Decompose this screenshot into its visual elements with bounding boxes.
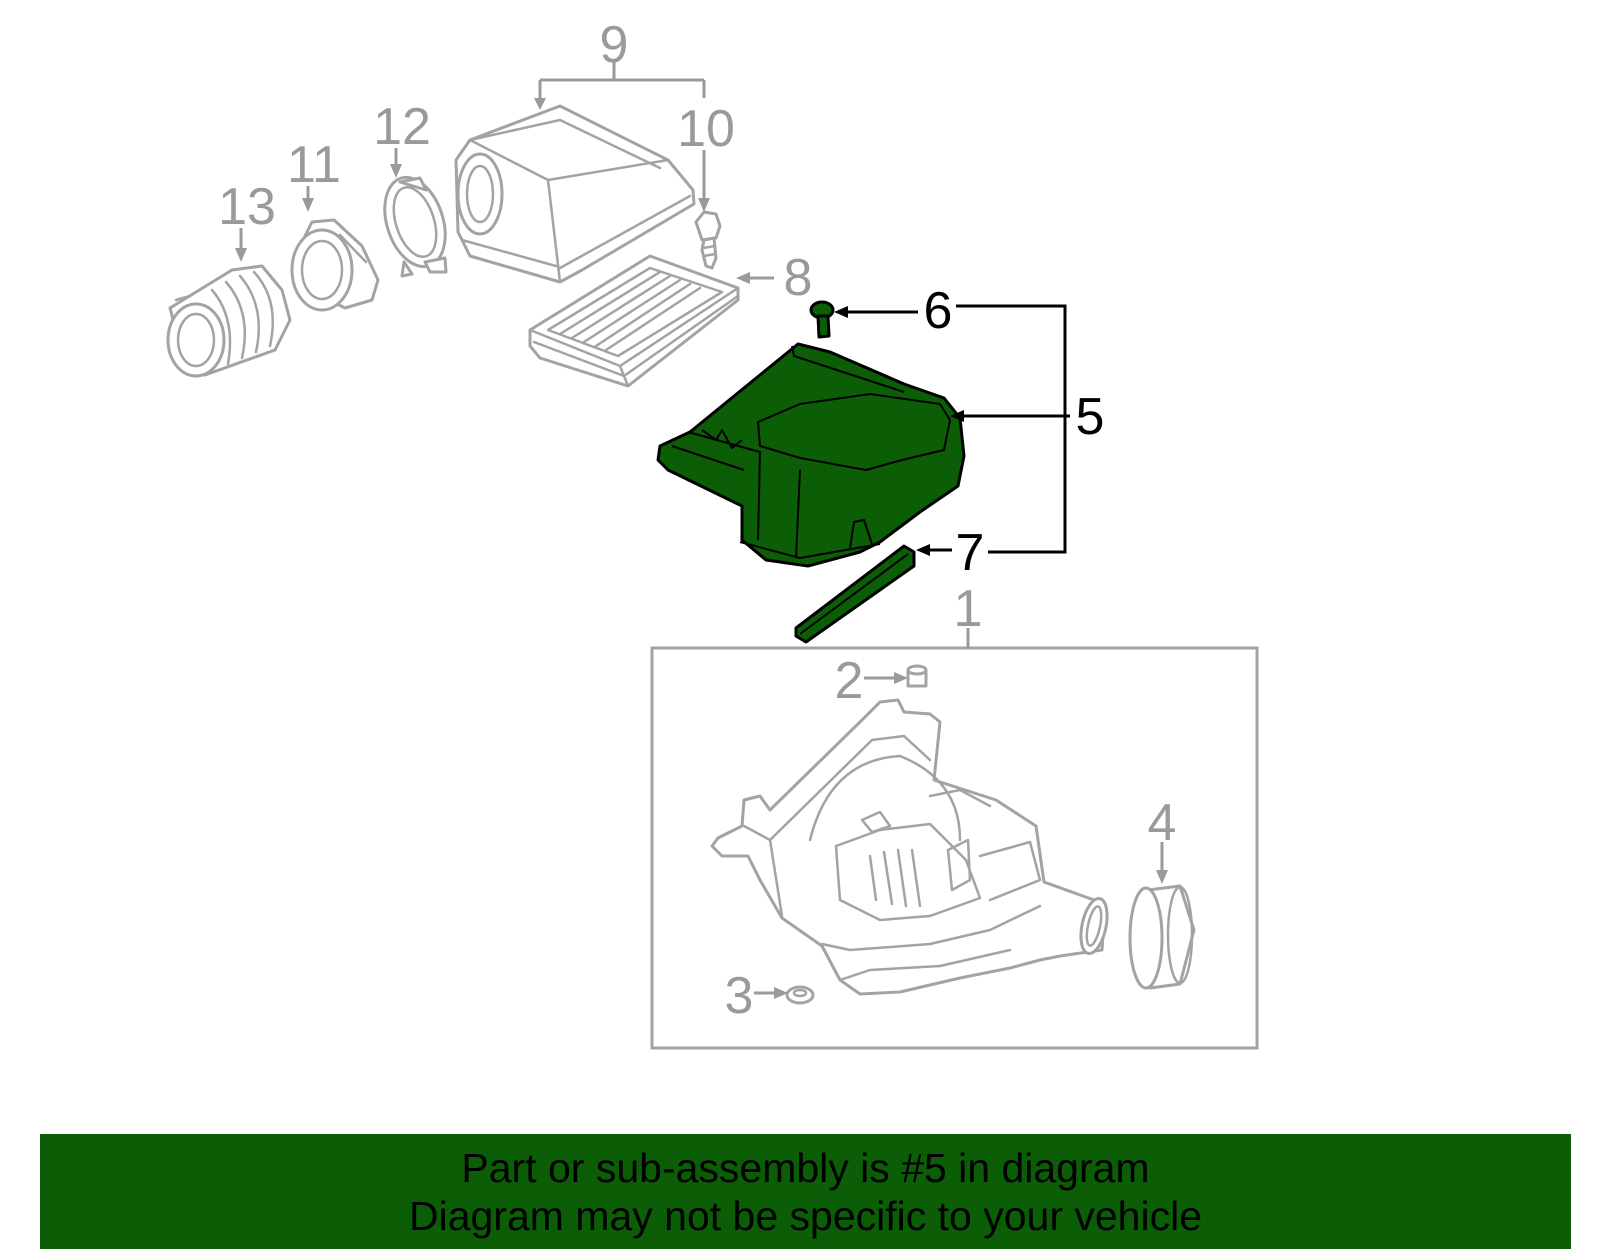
callout-12: 12 xyxy=(373,98,431,156)
part-6-bolt[interactable] xyxy=(809,300,835,339)
part-4-seal-ring[interactable] xyxy=(1128,884,1196,990)
callout-4: 4 xyxy=(1148,794,1177,852)
callout-13: 13 xyxy=(218,178,276,236)
part-12-gasket[interactable] xyxy=(374,170,456,278)
part-1-subassembly-frame xyxy=(650,646,1259,1050)
part-11-airflow-sensor[interactable] xyxy=(290,218,380,312)
part-7-seal-strip[interactable] xyxy=(794,544,916,644)
part-2-grommet[interactable] xyxy=(906,664,928,688)
callout-6: 6 xyxy=(924,282,953,340)
callout-8: 8 xyxy=(784,249,813,307)
callout-labels: 9 10 12 11 13 8 1 2 3 4 6 5 7 xyxy=(218,16,1176,1025)
callout-2: 2 xyxy=(835,652,864,710)
banner-line-part: Part or sub-assembly is #5 in diagram xyxy=(461,1145,1150,1191)
part-5-air-cleaner-cover[interactable] xyxy=(656,342,966,568)
info-banner: Part or sub-assembly is #5 in diagram Di… xyxy=(40,1134,1571,1249)
callout-10: 10 xyxy=(677,100,735,158)
part-8-air-filter[interactable] xyxy=(528,254,740,388)
callout-11: 11 xyxy=(287,136,341,194)
callout-1: 1 xyxy=(954,580,983,638)
part-3-clip[interactable] xyxy=(785,985,815,1005)
callout-3: 3 xyxy=(725,967,754,1025)
leader-lines xyxy=(235,62,1168,999)
part-13-intake-hose[interactable] xyxy=(166,264,292,378)
banner-line-disclaimer: Diagram may not be specific to your vehi… xyxy=(408,1193,1202,1239)
callout-7: 7 xyxy=(956,524,985,582)
part-9-upper-cover[interactable] xyxy=(454,104,696,284)
part-10-fastener[interactable] xyxy=(694,210,722,270)
callout-9: 9 xyxy=(600,16,629,74)
callout-5: 5 xyxy=(1076,388,1105,446)
part-1-lower-air-box[interactable] xyxy=(710,698,1112,996)
